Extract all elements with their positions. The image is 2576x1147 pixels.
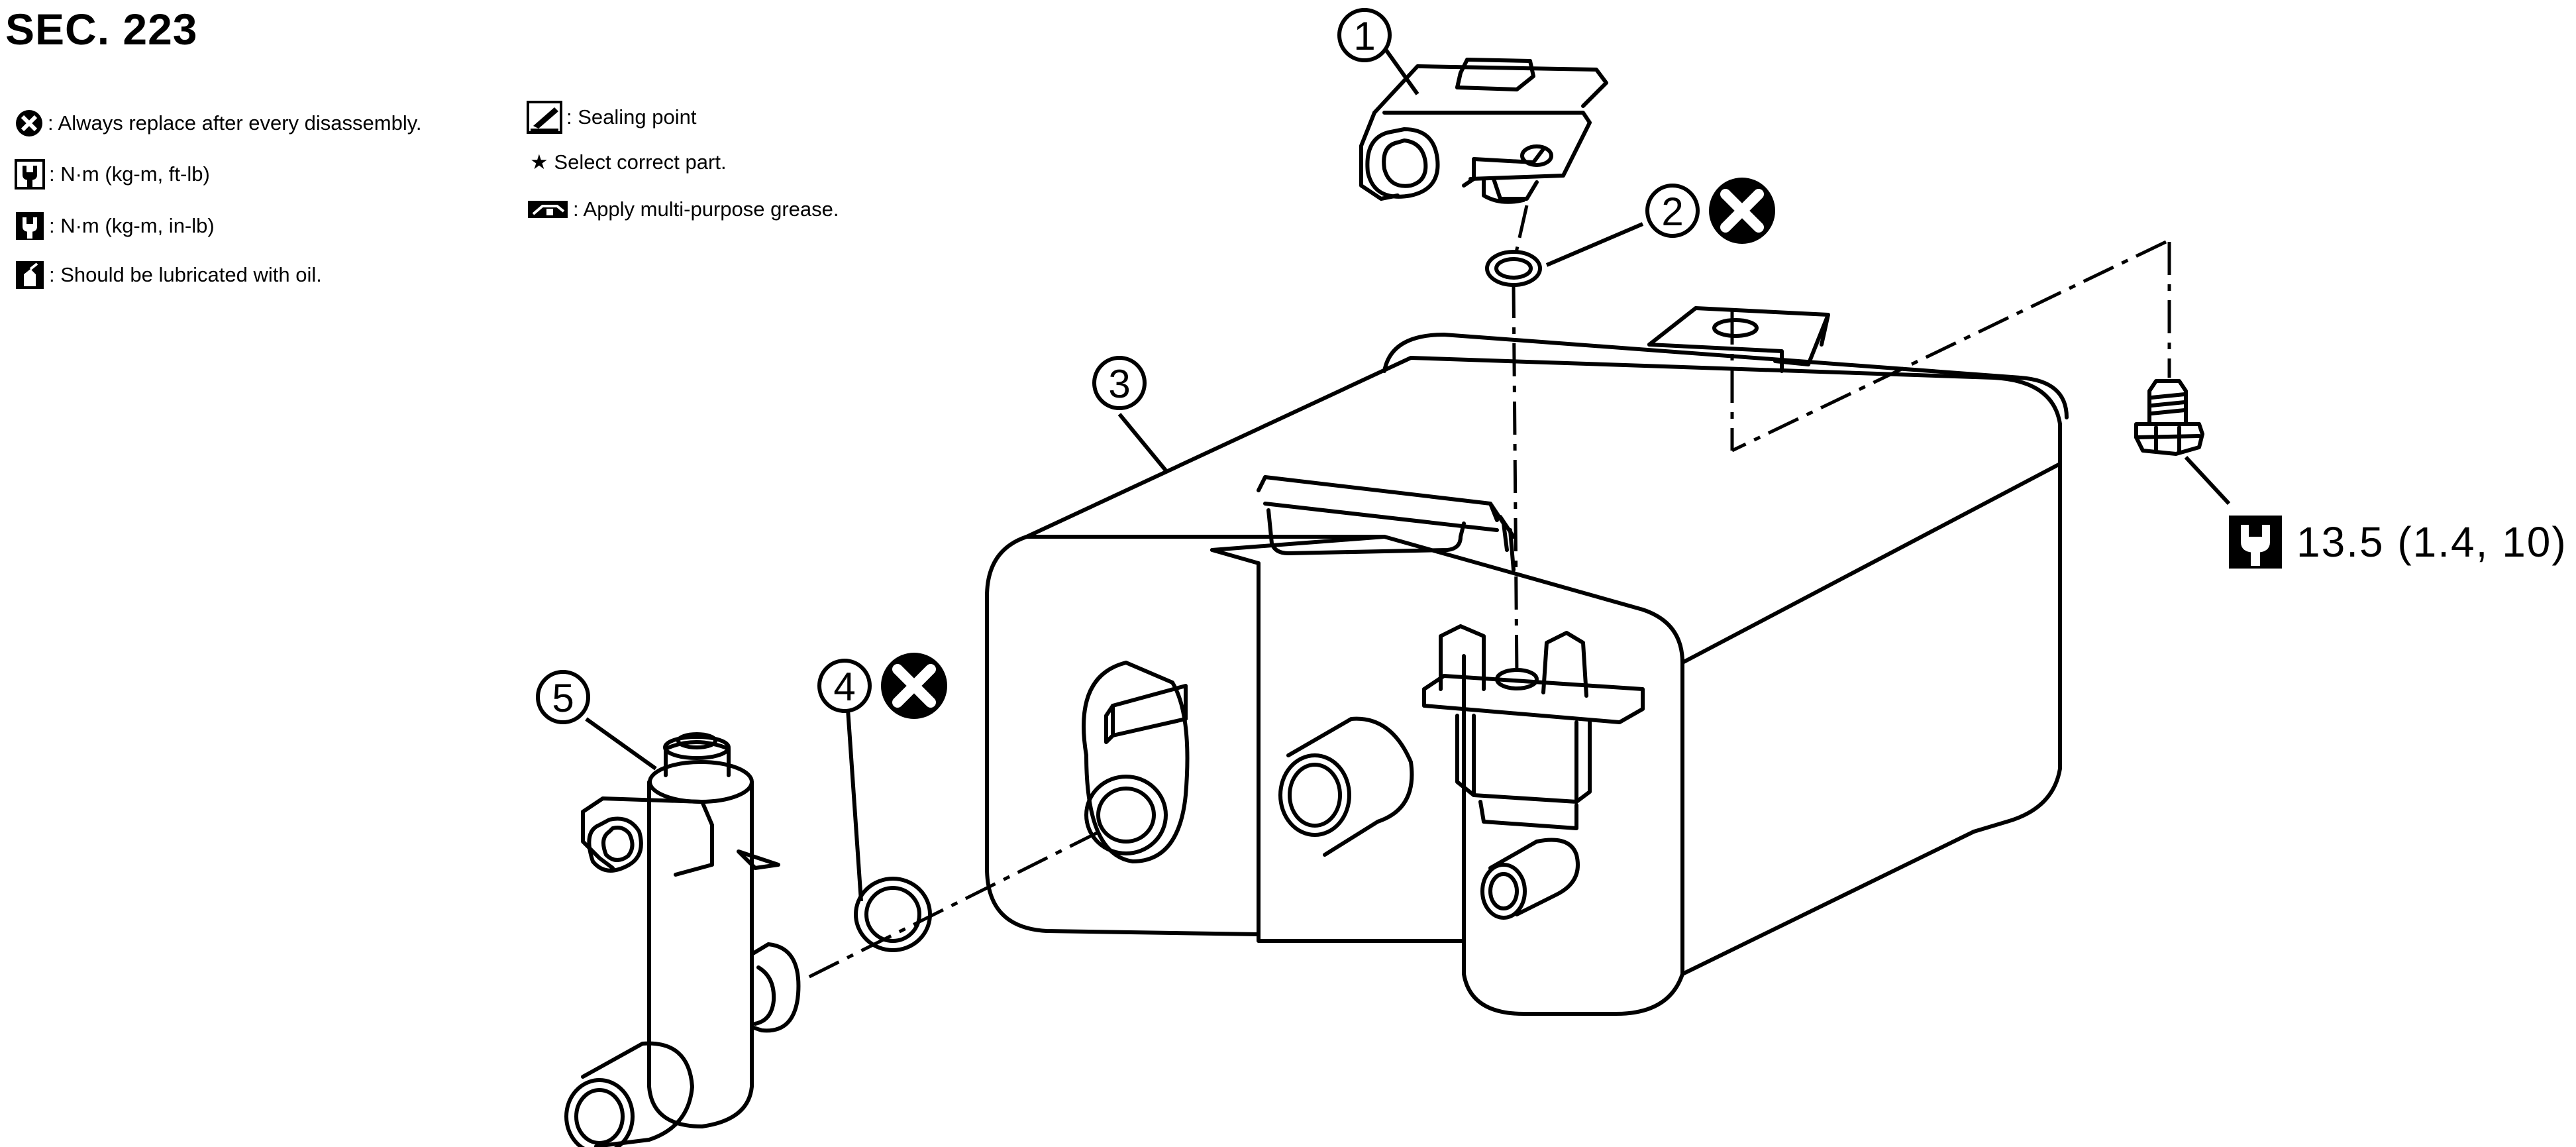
legend-select-part-text: ★ Select correct part. bbox=[530, 150, 727, 174]
legend-lubricate-oil-text: : Should be lubricated with oil. bbox=[49, 263, 322, 286]
x-circle-icon bbox=[16, 110, 42, 137]
torque-wrench-icon bbox=[15, 159, 45, 190]
callout-1: 1 bbox=[1337, 8, 1392, 62]
legend-grease-text: : Apply multi-purpose grease. bbox=[573, 197, 839, 221]
legend-torque-inlb-text: : N·m (kg-m, in-lb) bbox=[49, 214, 215, 237]
grease-icon bbox=[528, 201, 568, 218]
callout-1-label: 1 bbox=[1353, 14, 1375, 58]
section-title: SEC. 223 bbox=[5, 5, 198, 54]
callout-markers: 1 2 3 4 5 bbox=[536, 8, 1700, 724]
legend-torque-ftlb: : N·m (kg-m, ft-lb) bbox=[15, 159, 210, 190]
torque-wrench-icon bbox=[2229, 516, 2282, 569]
oil-can-icon bbox=[16, 261, 44, 289]
legend-grease: : Apply multi-purpose grease. bbox=[527, 197, 839, 221]
legend-always-replace: : Always replace after every disassembly… bbox=[15, 109, 422, 138]
o-ring-large bbox=[854, 877, 932, 952]
mounting-bolt bbox=[2134, 379, 2204, 456]
legend-torque-inlb: : N·m (kg-m, in-lb) bbox=[15, 211, 215, 241]
pressure-sensor bbox=[1359, 58, 1608, 204]
legend-select-part: ★ Select correct part. bbox=[530, 150, 727, 174]
torque-value: 13.5 (1.4, 10) bbox=[2296, 518, 2567, 566]
vent-control-valve bbox=[564, 732, 801, 1147]
replace-x-icon bbox=[1709, 178, 1775, 244]
torque-spec: 13.5 (1.4, 10) bbox=[2229, 516, 2567, 569]
callout-3: 3 bbox=[1092, 356, 1147, 410]
torque-wrench-filled-icon bbox=[16, 212, 44, 240]
callout-2-label: 2 bbox=[1661, 190, 1683, 234]
legend-sealing-point-text: : Sealing point bbox=[566, 105, 697, 129]
legend-sealing-point: : Sealing point bbox=[527, 101, 696, 134]
callout-3-label: 3 bbox=[1108, 362, 1130, 406]
legend-torque-ftlb-text: : N·m (kg-m, ft-lb) bbox=[49, 162, 210, 186]
legend-always-replace-text: : Always replace after every disassembly… bbox=[48, 111, 422, 135]
callout-5-label: 5 bbox=[552, 676, 574, 720]
replace-x-icon bbox=[881, 653, 947, 719]
callout-4-label: 4 bbox=[833, 665, 855, 709]
callout-4: 4 bbox=[817, 659, 872, 713]
callout-5: 5 bbox=[536, 670, 590, 724]
callout-2: 2 bbox=[1645, 184, 1700, 238]
legend-lubricate-oil: : Should be lubricated with oil. bbox=[15, 260, 322, 290]
sealant-tube-icon bbox=[527, 101, 562, 134]
canister-body bbox=[985, 306, 2069, 1016]
